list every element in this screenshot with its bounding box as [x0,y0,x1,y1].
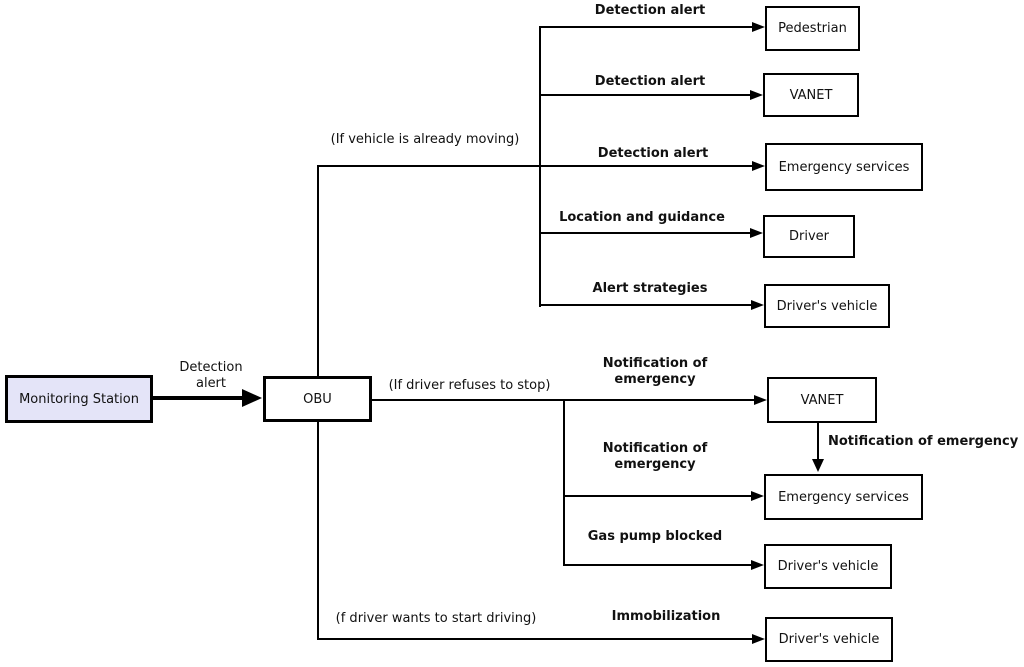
arrowhead [751,560,764,570]
node-vanet-top: VANET [763,73,859,117]
arrowhead [752,634,765,644]
label-alert-strategies: Alert strategies [592,281,708,296]
arrowhead [242,389,262,407]
connector-line-row-vanet-mid [371,399,754,401]
label-line: emergency [614,372,696,387]
label-cond-vehicle-moving: (If vehicle is already moving) [330,132,520,147]
label-cond-driver-refuses: (If driver refuses to stop) [388,378,551,393]
node-obu: OBU [263,376,372,422]
node-pedestrian: Pedestrian [765,6,860,51]
label-notification-emergency-services: Notification of emergency [575,441,735,473]
connector-line-obu-down [317,422,319,640]
label-line: Notification of [602,441,708,456]
label-notification-vanet-to-emergency: Notification of emergency [828,434,1019,449]
connector-line-row-gas-pump [564,564,751,566]
label-immobilization: Immobilization [611,609,721,624]
node-drivers-vehicle-gas: Driver's vehicle [764,544,892,589]
arrowhead [750,90,763,100]
connector-line-vanet-emergency [817,423,819,461]
label-line: alert [195,376,227,391]
connector-line-row-alert-strategies [540,304,751,306]
label-gas-pump-blocked: Gas pump blocked [587,529,723,544]
label-detection-alert-vanet: Detection alert [594,74,706,89]
label-detection-alert-pedestrian: Detection alert [594,3,706,18]
connector-line-row-immobilization [317,638,752,640]
node-emergency-services-top: Emergency services [765,143,923,191]
label-cond-start-driving: (f driver wants to start driving) [335,611,537,626]
connector-line-row-pedestrian [540,26,752,28]
label-line: emergency [614,457,696,472]
connector-line-station-obu [153,396,242,400]
node-drivers-vehicle-alert: Driver's vehicle [764,284,890,328]
node-monitoring-station: Monitoring Station [5,375,153,423]
arrowhead [752,161,765,171]
connector-line-row-emergency-mid [564,495,751,497]
arrowhead [750,228,763,238]
label-line: Detection [179,360,243,375]
connector-line-row-vanet-top [540,94,750,96]
connector-line-row-emergency-top [317,165,753,167]
label-detection-alert-main: Detection alert [163,360,259,392]
label-location-and-guidance: Location and guidance [559,210,725,225]
connector-line-row-driver [540,232,750,234]
arrowhead [751,300,764,310]
label-detection-alert-emergency: Detection alert [597,146,709,161]
connector-line-obu-up [317,165,319,377]
node-drivers-vehicle-immob: Driver's vehicle [765,617,893,662]
node-driver: Driver [763,215,855,258]
label-line: Notification of [602,356,708,371]
connector-line-mid-fan [563,399,565,566]
arrowhead [754,395,767,405]
connector-line-top-fan [539,26,541,307]
arrowhead [752,22,765,32]
arrowhead [751,491,764,501]
node-emergency-services-mid: Emergency services [764,474,923,520]
label-notification-vanet: Notification of emergency [575,356,735,388]
node-vanet-mid: VANET [767,377,877,423]
arrowhead [812,459,824,472]
